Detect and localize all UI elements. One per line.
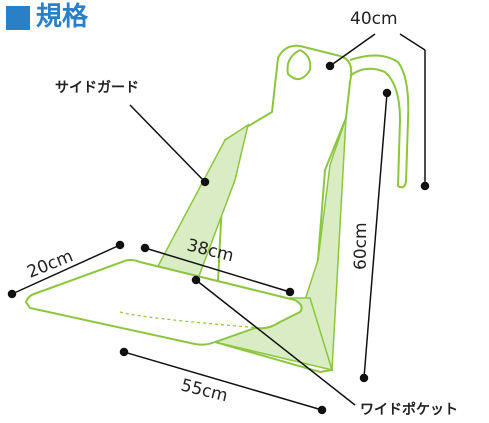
- base-width-line: [123, 351, 323, 411]
- side-guard-leader: [129, 104, 206, 183]
- section-title: 規格: [36, 2, 89, 32]
- side-guard-dot: [200, 177, 210, 187]
- height-dot-bottom: [359, 373, 369, 383]
- title-marker: [6, 6, 30, 30]
- top-width-dot-left: [325, 61, 335, 71]
- side-guard-label: サイドガード: [55, 80, 139, 96]
- pocket-width-line: [144, 247, 291, 293]
- base-width-dot-a: [119, 347, 129, 357]
- wide-pocket-leader: [195, 279, 356, 406]
- right-side-shade: [304, 117, 347, 371]
- top-width-line-right: [399, 33, 426, 51]
- pocket-width-dot-a: [140, 243, 150, 253]
- wide-pocket-dot: [191, 275, 201, 285]
- seat-depth-dot-a: [7, 289, 17, 299]
- top-width-label: 40cm: [350, 9, 398, 29]
- seat-depth-line: [11, 244, 121, 295]
- height-line: [363, 92, 388, 379]
- pocket-width-dot-b: [285, 287, 295, 297]
- top-width-dot-right: [420, 181, 430, 191]
- seat-depth-dot-b: [115, 240, 125, 250]
- seat-base: [24, 259, 303, 346]
- handle-loop: [286, 49, 410, 189]
- top-width-line: [329, 33, 376, 67]
- wide-pocket-label: ワイドポケット: [360, 401, 458, 418]
- height-label: 60cm: [351, 222, 371, 270]
- height-dot-top: [382, 88, 392, 98]
- pocket-outline: [119, 311, 261, 329]
- base-width-dot-b: [317, 405, 327, 415]
